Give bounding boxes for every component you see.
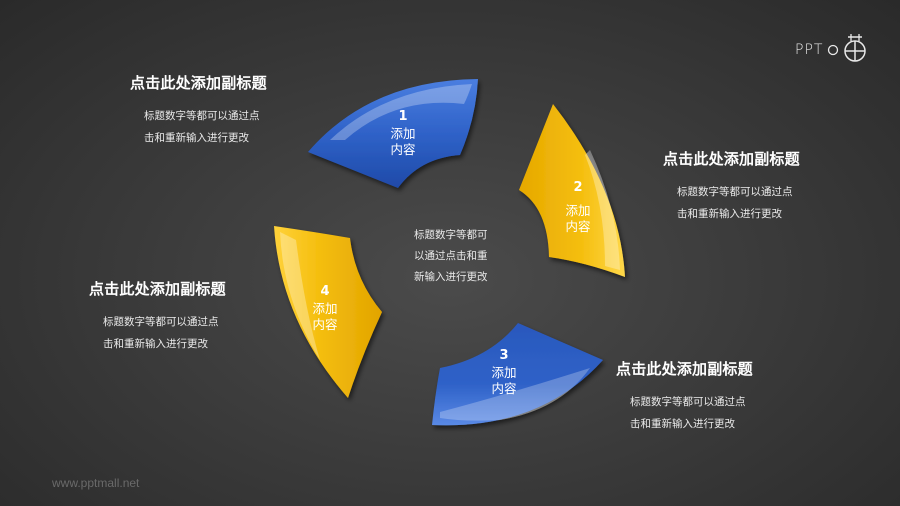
block-4-desc-line-2: 击和重新输入进行更改 [103,338,208,350]
logo-text: PPT [795,42,824,58]
block-2-title[interactable]: 点击此处添加副标题 [663,150,800,168]
segment-4-line1: 添加 [312,301,338,316]
segment-3-line2: 内容 [491,381,517,396]
segment-4-shape[interactable] [274,226,382,398]
center-description[interactable]: 标题数字等都可 以通过点击和重 新输入进行更改 [414,225,488,288]
segment-4-number: 4 [320,284,330,299]
block-3-desc[interactable]: 标题数字等都可以通过点 击和重新输入进行更改 [616,391,753,435]
center-desc-line-3: 新输入进行更改 [414,271,488,283]
block-3-title[interactable]: 点击此处添加副标题 [616,360,753,378]
segment-3-label: 3 添加 内容 [474,348,534,397]
block-1-desc-line-1: 标题数字等都可以通过点 [144,110,260,122]
text-block-4[interactable]: 点击此处添加副标题 标题数字等都可以通过点 击和重新输入进行更改 [89,278,226,355]
watermark-link[interactable]: www.pptmall.net [52,476,140,490]
text-block-1[interactable]: 点击此处添加副标题 标题数字等都可以通过点 击和重新输入进行更改 [130,72,267,149]
block-3-desc-line-1: 标题数字等都可以通过点 [630,396,746,408]
segment-4-line2: 内容 [312,317,338,332]
block-1-desc[interactable]: 标题数字等都可以通过点 击和重新输入进行更改 [130,105,267,149]
segment-1-number: 1 [398,109,408,124]
block-4-title[interactable]: 点击此处添加副标题 [89,280,226,298]
segment-1-line2: 内容 [390,142,416,157]
segment-4-label: 4 添加 内容 [295,284,355,333]
segment-2-line1: 添加 [565,203,591,218]
block-4-desc[interactable]: 标题数字等都可以通过点 击和重新输入进行更改 [89,311,226,355]
block-2-desc[interactable]: 标题数字等都可以通过点 击和重新输入进行更改 [663,181,800,225]
center-desc-line-2: 以通过点击和重 [414,250,488,262]
segment-1-label: 1 添加 内容 [373,109,433,158]
segment-3-number: 3 [499,348,509,363]
text-block-3[interactable]: 点击此处添加副标题 标题数字等都可以通过点 击和重新输入进行更改 [616,358,753,435]
segment-1-shape[interactable] [308,79,478,188]
segment-2-label: 2 添加 内容 [548,180,608,235]
text-block-2[interactable]: 点击此处添加副标题 标题数字等都可以通过点 击和重新输入进行更改 [663,148,800,225]
block-4-desc-line-1: 标题数字等都可以通过点 [103,316,219,328]
block-1-title[interactable]: 点击此处添加副标题 [130,74,267,92]
block-1-desc-line-2: 击和重新输入进行更改 [144,132,249,144]
segment-3-line1: 添加 [491,365,517,380]
segment-2-number: 2 [573,180,583,195]
center-desc-line-1: 标题数字等都可 [414,229,488,241]
ppt-logo-circle-cross-icon [827,34,866,62]
block-2-desc-line-2: 击和重新输入进行更改 [677,208,782,220]
block-3-desc-line-2: 击和重新输入进行更改 [630,418,735,430]
segment-2-shape[interactable] [519,104,625,277]
block-2-desc-line-1: 标题数字等都可以通过点 [677,186,793,198]
segment-2-line2: 内容 [565,219,591,234]
segment-3-shape[interactable] [432,323,603,426]
segment-1-line1: 添加 [390,126,416,141]
